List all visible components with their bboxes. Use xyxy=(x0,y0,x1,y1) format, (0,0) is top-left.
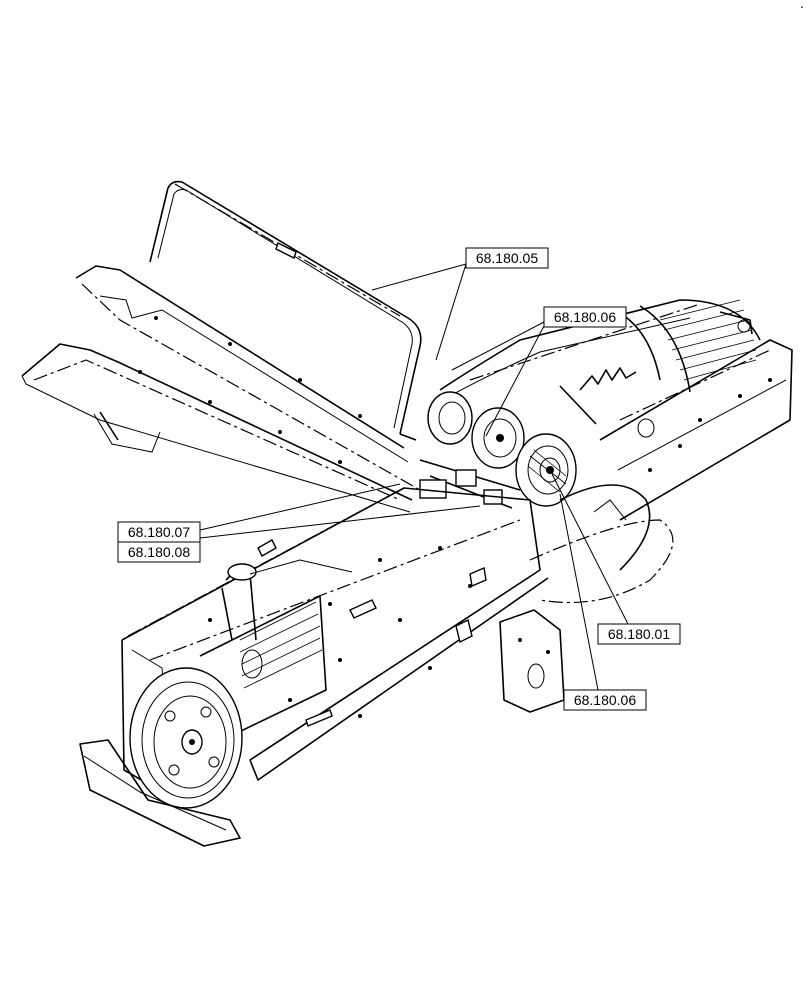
callout-leaders xyxy=(199,263,631,691)
leader-68-180-06-top-a xyxy=(451,321,545,371)
callout-68-180-06-top[interactable]: 68.180.06 xyxy=(543,306,627,328)
right-side-frame xyxy=(599,339,793,521)
callout-label: 68.180.08 xyxy=(128,544,190,560)
front-skid-plate xyxy=(79,739,241,847)
callout-label: 68.180.05 xyxy=(476,250,538,266)
drive-pulleys xyxy=(419,391,655,509)
leader-68-180-05-b xyxy=(435,263,467,361)
callout-label: 68.180.07 xyxy=(128,524,190,540)
callout-68-180-08[interactable]: 68.180.08 xyxy=(117,541,201,563)
rear-mount-bracket xyxy=(499,609,565,713)
corner-mark: . xyxy=(800,0,804,11)
left-deck-platform xyxy=(21,265,421,513)
hopper-back-panel xyxy=(149,180,422,441)
leader-68-180-01 xyxy=(551,473,631,629)
callout-label: 68.180.06 xyxy=(554,309,616,325)
belt-guard xyxy=(529,484,674,604)
chassis-roller xyxy=(199,595,327,747)
leader-68-180-07-b xyxy=(199,505,481,539)
upright-stand xyxy=(221,559,353,641)
callout-68-180-05[interactable]: 68.180.05 xyxy=(465,247,549,269)
callout-label: 68.180.01 xyxy=(608,626,670,642)
leader-68-180-07-a xyxy=(199,483,401,531)
callout-68-180-01[interactable]: 68.180.01 xyxy=(597,623,681,645)
callout-label: 68.180.06 xyxy=(574,692,636,708)
leader-68-180-05-a xyxy=(371,263,467,291)
callout-68-180-07[interactable]: 68.180.07 xyxy=(117,521,201,543)
leader-68-180-06-top-b xyxy=(485,325,545,437)
leader-68-180-06-bottom xyxy=(559,493,599,691)
front-flywheel xyxy=(129,667,243,809)
callout-68-180-06-bottom[interactable]: 68.180.06 xyxy=(563,689,647,711)
